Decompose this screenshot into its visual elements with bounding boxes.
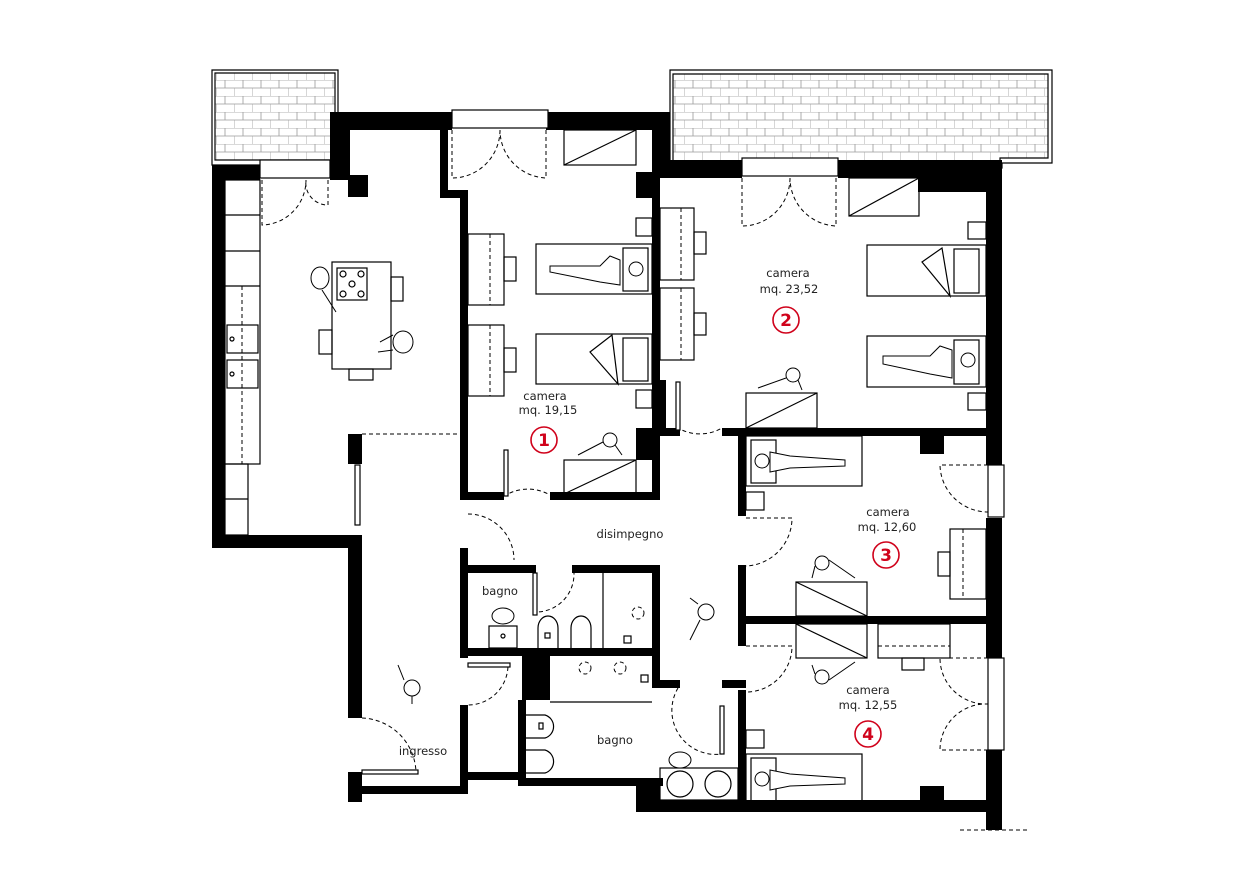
svg-text:camera: camera xyxy=(523,389,566,403)
camera-3-furniture xyxy=(745,435,987,617)
person-icon xyxy=(577,432,623,456)
room-number-badge xyxy=(854,720,882,748)
kitchen-table xyxy=(310,261,414,381)
svg-text:camera: camera xyxy=(766,266,809,280)
bagno-small-fixtures xyxy=(488,573,645,649)
room-label-bagno-large: bagno xyxy=(597,733,633,747)
person-icon xyxy=(397,664,421,704)
person-icon xyxy=(689,597,715,641)
person-icon xyxy=(757,367,803,391)
bagno-large-fixtures xyxy=(526,661,739,801)
person-icon xyxy=(882,345,976,379)
camera-2-furniture xyxy=(659,177,987,429)
person-icon xyxy=(668,751,692,769)
person-icon xyxy=(491,607,515,625)
svg-text:3: 3 xyxy=(880,546,892,566)
kitchen-counter xyxy=(224,179,261,536)
room-label-bagno-small: bagno xyxy=(482,584,518,598)
svg-text:1: 1 xyxy=(538,431,550,451)
person-icon xyxy=(377,330,414,354)
room-label-camera-3: camera mq. 12,60 3 xyxy=(858,505,917,569)
person-icon xyxy=(310,266,337,313)
terrace-right xyxy=(669,69,1053,169)
terrace-left xyxy=(211,69,339,166)
room-label-disimpegno: disimpegno xyxy=(597,527,664,541)
svg-text:2: 2 xyxy=(780,311,792,331)
svg-text:4: 4 xyxy=(862,725,874,745)
walls xyxy=(212,112,1002,830)
svg-text:mq. 23,52: mq. 23,52 xyxy=(760,282,819,296)
room-label-camera-2: camera mq. 23,52 2 xyxy=(760,266,819,334)
svg-text:mq. 19,15: mq. 19,15 xyxy=(519,403,578,417)
doors xyxy=(261,129,989,775)
person-icon xyxy=(811,555,856,579)
room-label-ingresso: ingresso xyxy=(399,744,447,758)
svg-text:mq. 12,55: mq. 12,55 xyxy=(839,698,898,712)
room-number-badge xyxy=(772,306,800,334)
windows xyxy=(259,109,1030,831)
room-number-badge xyxy=(872,541,900,569)
room-number-badge xyxy=(530,426,558,454)
svg-text:camera: camera xyxy=(846,683,889,697)
svg-text:mq. 12,60: mq. 12,60 xyxy=(858,520,917,534)
camera-1-furniture xyxy=(467,129,653,495)
svg-text:camera: camera xyxy=(866,505,909,519)
person-icon xyxy=(549,255,644,286)
person-icon xyxy=(754,451,846,473)
person-icon xyxy=(754,769,846,791)
room-label-camera-4: camera mq. 12,55 4 xyxy=(839,683,898,748)
camera-4-furniture xyxy=(745,623,951,805)
room-label-camera-1: camera mq. 19,15 1 xyxy=(519,389,578,454)
person-icon xyxy=(811,661,856,685)
